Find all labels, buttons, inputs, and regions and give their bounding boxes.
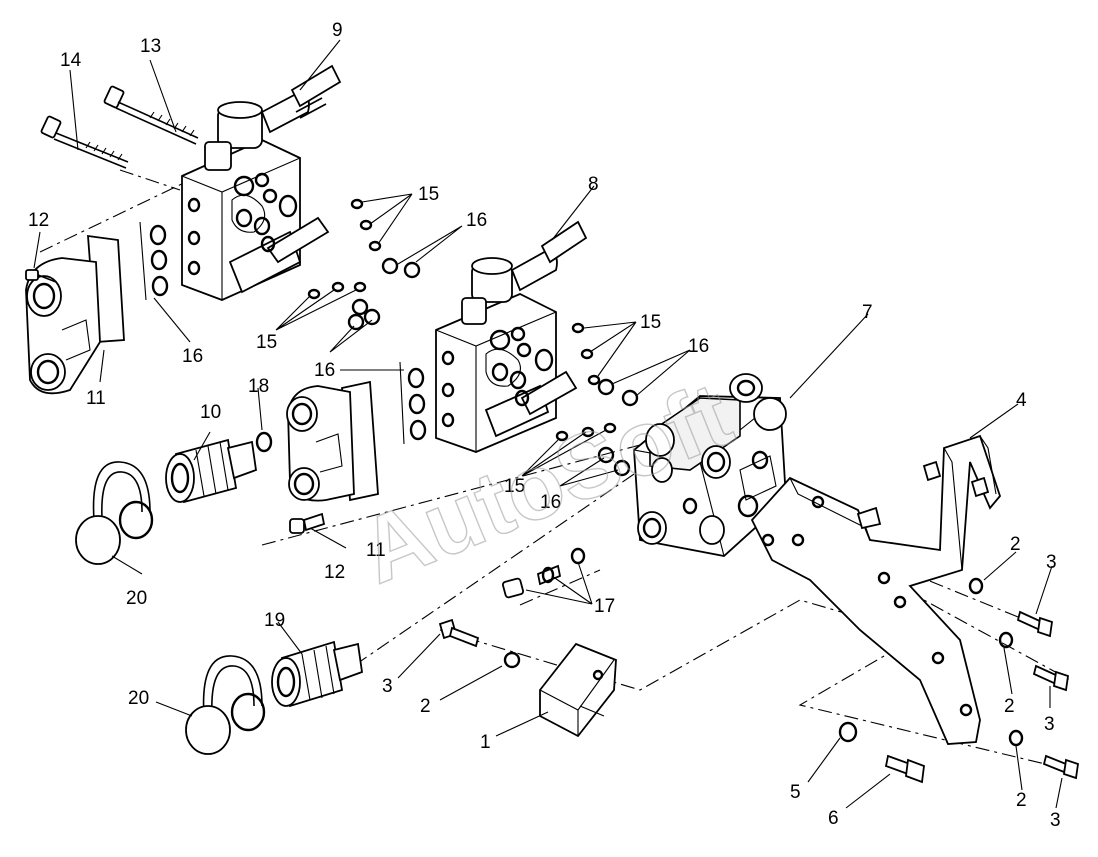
callout-3-upper-right: 3	[1046, 552, 1057, 573]
callout-20-upper: 20	[126, 588, 147, 609]
callout-15-top: 15	[418, 184, 439, 205]
part-1-spacer-block	[539, 642, 617, 738]
callout-16-right: 16	[688, 336, 709, 357]
part-9-valve-section	[181, 64, 342, 301]
callout-leader-lines	[33, 39, 1063, 809]
callout-11-left: 11	[86, 388, 106, 409]
part-16-o-ring-stack-left	[139, 221, 169, 301]
callout-2-upper-right: 2	[1010, 534, 1021, 555]
callout-3-left: 3	[382, 676, 393, 697]
callout-10: 10	[200, 402, 221, 423]
callout-16-left: 16	[182, 346, 203, 367]
part-17-fittings	[502, 547, 586, 599]
callout-3-mid-right: 3	[1044, 714, 1055, 735]
callout-16-bottom: 16	[540, 492, 561, 513]
part-12-bolt-left	[25, 269, 57, 283]
callout-14: 14	[60, 50, 82, 71]
callout-9: 9	[332, 20, 343, 41]
part-12-bolt-center	[289, 512, 326, 534]
part-20-dust-cap-upper	[75, 461, 154, 565]
callout-13: 13	[140, 36, 161, 57]
callout-3-lower-right: 3	[1050, 810, 1061, 831]
callout-12-left: 12	[28, 210, 49, 231]
callout-11-center: 11	[366, 540, 386, 561]
part-7-inlet-section	[633, 373, 787, 557]
callout-15-bottom: 15	[504, 476, 525, 497]
part-20-dust-cap-lower	[185, 655, 266, 755]
callout-18: 18	[248, 376, 269, 397]
callout-2-mid-right: 2	[1004, 696, 1015, 717]
part-19-quick-coupler	[271, 640, 363, 708]
callout-8: 8	[588, 174, 599, 195]
callout-4: 4	[1016, 390, 1027, 411]
callout-6: 6	[828, 808, 839, 829]
part-16-o-ring-stack-center	[399, 361, 427, 445]
callout-2-lower-right: 2	[1016, 790, 1027, 811]
part-16-large-o-rings	[347, 257, 639, 477]
callout-labels: 14 13 9 12 16 11 15 16 15 16 8 15 16 7 4…	[28, 20, 1061, 831]
part-11-end-manifold-center	[286, 380, 379, 502]
part-4-mounting-bracket	[750, 434, 1002, 745]
part-6-bolt	[884, 754, 925, 784]
callout-1: 1	[480, 732, 491, 753]
callout-2-left: 2	[420, 696, 431, 717]
callout-16-top: 16	[466, 210, 487, 231]
part-13-long-bolt	[103, 85, 199, 145]
part-14-long-bolt	[40, 115, 129, 169]
part-8-valve-section	[435, 220, 588, 453]
callout-5: 5	[790, 782, 801, 803]
callout-16-center: 16	[314, 360, 335, 381]
part-15-o-rings	[307, 198, 617, 442]
part-10-quick-coupler	[165, 438, 257, 504]
part-18-o-ring	[255, 431, 273, 453]
callout-19: 19	[264, 610, 285, 631]
part-2-washers	[503, 577, 1024, 747]
part-3-bolts	[438, 610, 1079, 780]
callout-12-center: 12	[324, 562, 345, 583]
callout-17: 17	[594, 596, 615, 617]
callout-20-lower: 20	[128, 688, 149, 709]
callout-7: 7	[862, 302, 873, 323]
callout-15-right: 15	[640, 312, 661, 333]
part-11-end-manifold-left	[25, 234, 125, 395]
callout-15-left: 15	[256, 332, 277, 353]
